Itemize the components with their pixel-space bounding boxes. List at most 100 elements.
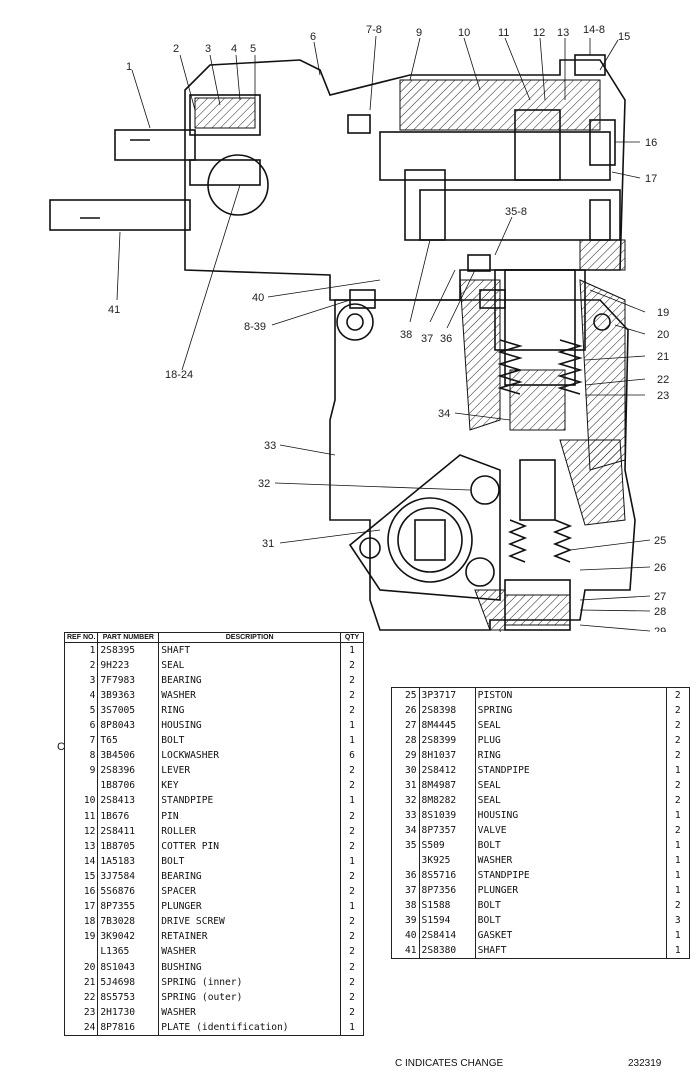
description-text: SEAL bbox=[161, 659, 185, 671]
header-part-number: PART NUMBER bbox=[97, 632, 159, 643]
part-number: 2S8411 bbox=[97, 824, 159, 840]
ref-number: 24 bbox=[63, 1020, 98, 1036]
callout-35-8: 35-8 bbox=[505, 206, 527, 218]
header-ref: REF NO. bbox=[63, 632, 98, 643]
part-qty: 2 bbox=[340, 809, 364, 825]
ref-number: 25 bbox=[391, 687, 420, 703]
part-description: SPRING(inner) bbox=[158, 975, 341, 991]
part-number: 8S1039 bbox=[418, 808, 476, 823]
part-number: 2S8413 bbox=[97, 793, 159, 810]
part-number: 8P7357 bbox=[418, 823, 476, 838]
part-description: BEARING bbox=[158, 673, 341, 689]
description-text: SPRING bbox=[477, 705, 513, 716]
part-description: HOUSING bbox=[158, 718, 341, 734]
description-text: WASHER bbox=[477, 855, 513, 866]
callout-34: 34 bbox=[438, 408, 450, 420]
part-number: 3J7584 bbox=[97, 869, 159, 885]
part-qty: 2 bbox=[665, 733, 690, 748]
part-number: 2S8395 bbox=[97, 642, 159, 659]
description-text: BOLT bbox=[161, 735, 185, 747]
part-number: 8H1037 bbox=[418, 748, 476, 763]
ref-number: 27 bbox=[391, 718, 420, 733]
part-qty: 2 bbox=[340, 703, 364, 719]
callout-6: 6 bbox=[310, 31, 316, 43]
part-number: 8P7355 bbox=[97, 899, 159, 915]
description-note: (outer) bbox=[201, 991, 243, 1003]
part-number: 5J4698 bbox=[97, 975, 159, 991]
callout-10: 10 bbox=[458, 27, 470, 39]
part-description: WASHER bbox=[158, 1005, 341, 1021]
description-text: BOLT bbox=[161, 855, 185, 867]
callout-11: 11 bbox=[498, 27, 509, 39]
part-number: 5S6876 bbox=[97, 884, 159, 900]
header-qty: QTY bbox=[340, 632, 364, 643]
part-number: 2S8380 bbox=[418, 943, 476, 959]
description-text: RETAINER bbox=[161, 931, 208, 943]
description-text: BEARING bbox=[161, 870, 202, 882]
part-description: SPRING bbox=[474, 703, 666, 718]
callout-31: 31 bbox=[262, 538, 274, 550]
callout-1: 1 bbox=[126, 61, 132, 73]
description-text: BEARING bbox=[161, 674, 202, 686]
part-number: 1A5183 bbox=[97, 854, 159, 870]
part-qty: 2 bbox=[340, 884, 364, 900]
part-qty: 2 bbox=[340, 944, 364, 960]
part-qty: 2 bbox=[665, 748, 690, 763]
description-note: (identification) bbox=[196, 1021, 289, 1033]
callout-9: 9 bbox=[416, 27, 422, 39]
part-qty: 2 bbox=[340, 959, 364, 976]
part-description: BEARING bbox=[158, 869, 341, 885]
part-qty: 2 bbox=[340, 839, 364, 855]
part-qty: 1 bbox=[340, 718, 364, 734]
description-text: SEAL bbox=[477, 720, 501, 731]
part-qty: 2 bbox=[665, 718, 690, 733]
figure-number: 232319 bbox=[628, 1058, 662, 1069]
part-description: PLUNGER bbox=[474, 883, 666, 898]
part-description: COTTER PIN bbox=[158, 839, 341, 855]
part-number: 8M4987 bbox=[418, 778, 476, 793]
part-description: SEAL bbox=[474, 718, 666, 733]
ref-number: 33 bbox=[391, 808, 420, 823]
description-text: VALVE bbox=[477, 825, 507, 836]
callout-14-8: 14-8 bbox=[583, 24, 605, 36]
ref-number: 13 bbox=[63, 839, 98, 855]
ref-number: 8 bbox=[63, 748, 98, 764]
part-description: SEAL bbox=[474, 793, 666, 808]
description-text: HOUSING bbox=[477, 810, 519, 821]
description-text: PLUG bbox=[477, 735, 501, 746]
part-description: BOLT bbox=[474, 898, 666, 913]
part-qty: 2 bbox=[340, 673, 364, 689]
ref-number: 39 bbox=[391, 913, 420, 928]
part-number: 2S8396 bbox=[97, 763, 159, 779]
part-description: KEY bbox=[158, 778, 341, 794]
part-number: 2S8412 bbox=[418, 763, 476, 778]
callout-4: 4 bbox=[231, 43, 237, 55]
description-text: SEAL bbox=[477, 780, 501, 791]
ref-number: 14 bbox=[63, 854, 98, 870]
ref-number: 23 bbox=[63, 1005, 98, 1021]
part-qty: 1 bbox=[665, 763, 690, 778]
description-text: STANDPIPE bbox=[477, 765, 530, 776]
part-number: 3S7005 bbox=[97, 703, 159, 719]
part-description: BUSHING bbox=[158, 959, 341, 976]
ref-number: 35 bbox=[391, 838, 420, 853]
part-number: 9H223 bbox=[97, 658, 159, 674]
callout-7-8: 7-8 bbox=[366, 24, 382, 36]
description-text: PISTON bbox=[477, 690, 513, 701]
part-number: 2S8399 bbox=[418, 733, 476, 748]
